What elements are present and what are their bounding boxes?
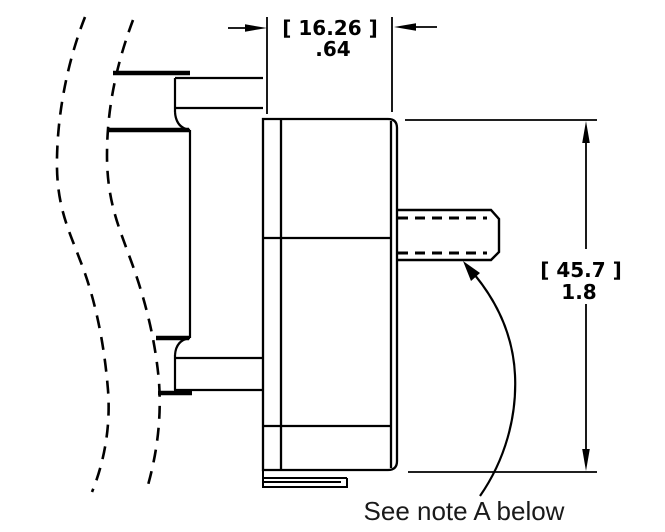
height-dim-metric-label: [ 45.7 ]: [540, 258, 622, 282]
height-dim-inch-label: 1.8: [561, 280, 596, 304]
flange-ear-bottom: [173, 355, 263, 392]
threaded-shaft: [397, 208, 501, 262]
note-leader-curve: [467, 266, 517, 497]
width-dim-inch-label: .64: [315, 37, 350, 61]
width-dimension: [228, 17, 437, 114]
panel-break-line-left: [55, 16, 110, 493]
flange-ear-top: [173, 76, 263, 112]
mounting-flange: [173, 76, 263, 392]
note-leader: [463, 261, 517, 497]
width-arrowhead-left: [245, 24, 267, 32]
panel-edge-lines: [108, 70, 192, 396]
height-arrowhead-up: [582, 121, 590, 143]
width-arrowhead-right: [394, 23, 416, 31]
shaft-outline: [397, 208, 501, 262]
height-arrowhead-down: [582, 449, 590, 471]
flange-fillet-bottom: [173, 336, 191, 356]
note-leader-arrowhead: [463, 261, 480, 281]
width-dim-metric-label: [ 16.26 ]: [282, 16, 377, 40]
panel-break-lines: [55, 16, 161, 493]
height-dimension: [405, 119, 597, 473]
bottom-tab-outline: [262, 470, 348, 488]
motor-body: [261, 117, 399, 472]
bottom-tab: [262, 470, 348, 488]
dimension-texts: [ 16.26 ] .64 [ 45.7 ] 1.8 See note A be…: [282, 16, 622, 526]
panel-break-line-right: [105, 19, 161, 493]
motor-body-outline: [261, 117, 399, 472]
note-label: See note A below: [364, 496, 565, 526]
flange-fillet-top: [173, 111, 191, 132]
